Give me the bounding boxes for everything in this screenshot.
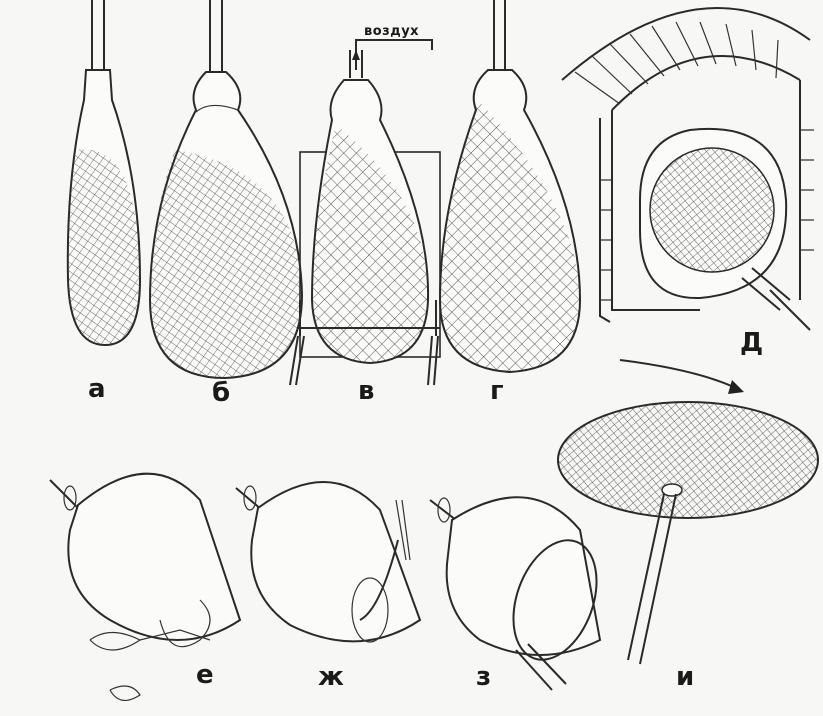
- label-D: Д: [740, 330, 763, 356]
- label-b: б: [212, 380, 230, 406]
- label-i: и: [676, 664, 694, 690]
- stage-D-oven: [562, 8, 814, 330]
- stage-g-netting: [440, 0, 580, 372]
- label-v: в: [358, 378, 374, 404]
- stage-b-netting: [150, 0, 302, 378]
- air-label: воздух: [364, 24, 419, 39]
- label-z: з: [476, 664, 491, 690]
- label-a: а: [88, 376, 106, 402]
- label-zh: ж: [318, 664, 344, 690]
- stage-a-netting: [68, 0, 140, 345]
- stage-zh-forming: [236, 482, 420, 642]
- stage-v-netting-on-frame: [290, 40, 440, 385]
- stage-z-forming: [430, 497, 612, 690]
- label-g: г: [490, 378, 504, 404]
- label-e: е: [196, 662, 214, 688]
